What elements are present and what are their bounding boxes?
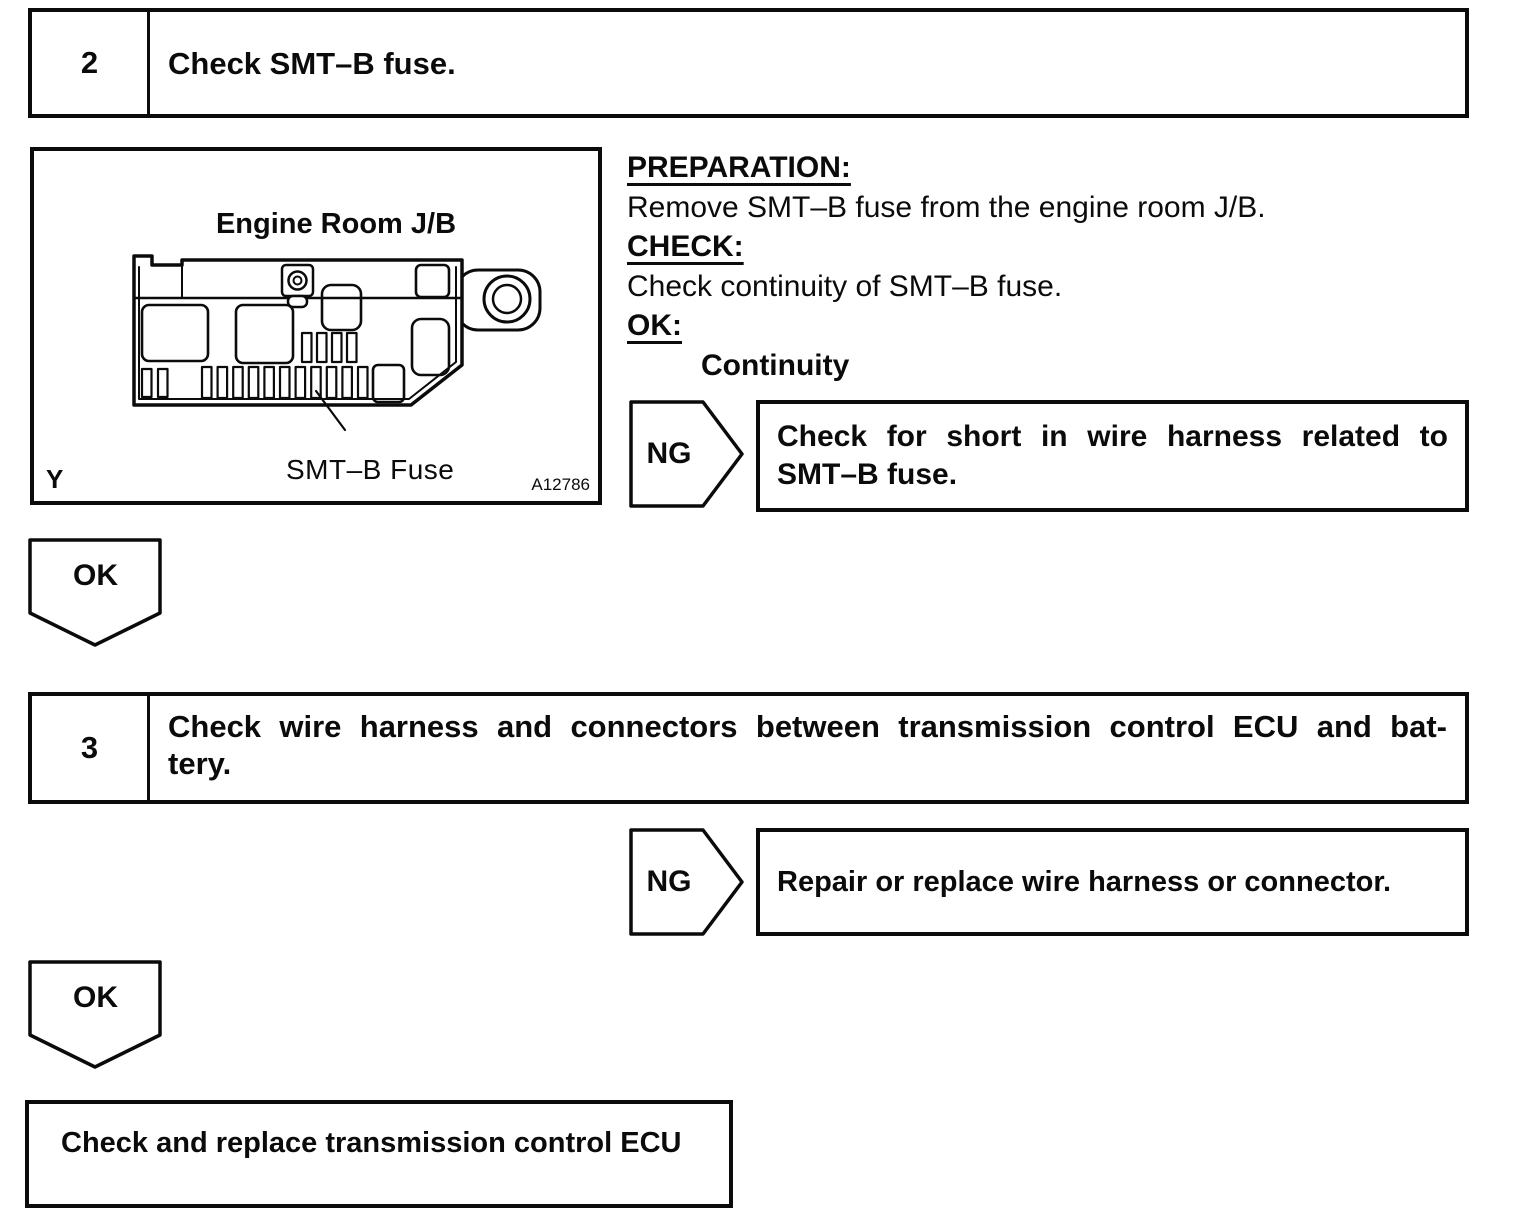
ng-arrow-1-label: NG: [646, 437, 692, 470]
step-3-header: 3 Check wire harness and connectors betw…: [28, 692, 1469, 804]
fuse-slots: [140, 331, 369, 400]
ok-arrow-2-label: OK: [73, 981, 118, 1014]
ng1-action-line1: Check for short in wire harness related …: [777, 420, 1448, 453]
check-text: Check continuity of SMT–B fuse.: [627, 269, 1063, 303]
step-3-number: 3: [32, 696, 150, 800]
preparation-heading: PREPARATION:: [627, 151, 851, 184]
ng1-action-line2: SMT–B fuse.: [777, 458, 958, 491]
figure-panel: Engine Room J/B: [30, 147, 602, 505]
mounting-ear: [454, 268, 542, 332]
instructions-block: PREPARATION: Remove SMT–B fuse from the …: [627, 148, 1507, 385]
ng-pentagon-icon: [629, 400, 744, 508]
step-3-title-line1: Check wire harness and connectors betwee…: [168, 709, 1447, 744]
ok-heading: OK:: [627, 309, 682, 342]
ng-arrow-2: NG: [629, 828, 745, 936]
step-2-number: 2: [32, 12, 150, 114]
final-action-text: Check and replace transmission control E…: [61, 1127, 682, 1159]
fuse-callout-label: SMT–B Fuse: [286, 454, 455, 485]
figure-id: A12786: [531, 475, 590, 494]
step-3-title: Check wire harness and connectors betwee…: [150, 696, 1465, 800]
ok-arrow-2: OK: [28, 960, 163, 1070]
relay-cavities: [140, 263, 451, 404]
engine-room-jb-diagram: [132, 254, 542, 432]
check-heading: CHECK:: [627, 230, 744, 263]
ng-arrow-1: NG: [629, 400, 745, 508]
screw-boss: [280, 263, 315, 309]
ng-action-box-2: Repair or replace wire harness or connec…: [756, 828, 1469, 936]
step-2-title: Check SMT–B fuse.: [168, 45, 456, 81]
ok-arrow-1: OK: [28, 538, 163, 648]
step-2-header: 2 Check SMT–B fuse.: [28, 8, 1469, 118]
figure-corner-letter: Y: [46, 464, 64, 494]
ok-arrow-1-label: OK: [73, 559, 118, 592]
preparation-text: Remove SMT–B fuse from the engine room J…: [627, 190, 1266, 224]
ng-arrow-2-label: NG: [646, 865, 692, 898]
figure-title: Engine Room J/B: [215, 208, 457, 240]
fuse-callout-leader: [314, 389, 347, 432]
ng-action-box-1: Check for short in wire harness related …: [756, 400, 1469, 512]
ng2-action-text: Repair or replace wire harness or connec…: [777, 866, 1392, 898]
final-action-box: Check and replace transmission control E…: [25, 1100, 733, 1208]
ng-pentagon-icon: [629, 828, 744, 936]
ok-result-value: Continuity: [701, 348, 850, 382]
ok-pentagon-icon: [28, 538, 162, 647]
step-3-title-line2: tery.: [168, 746, 232, 781]
ok-pentagon-icon: [28, 960, 162, 1069]
